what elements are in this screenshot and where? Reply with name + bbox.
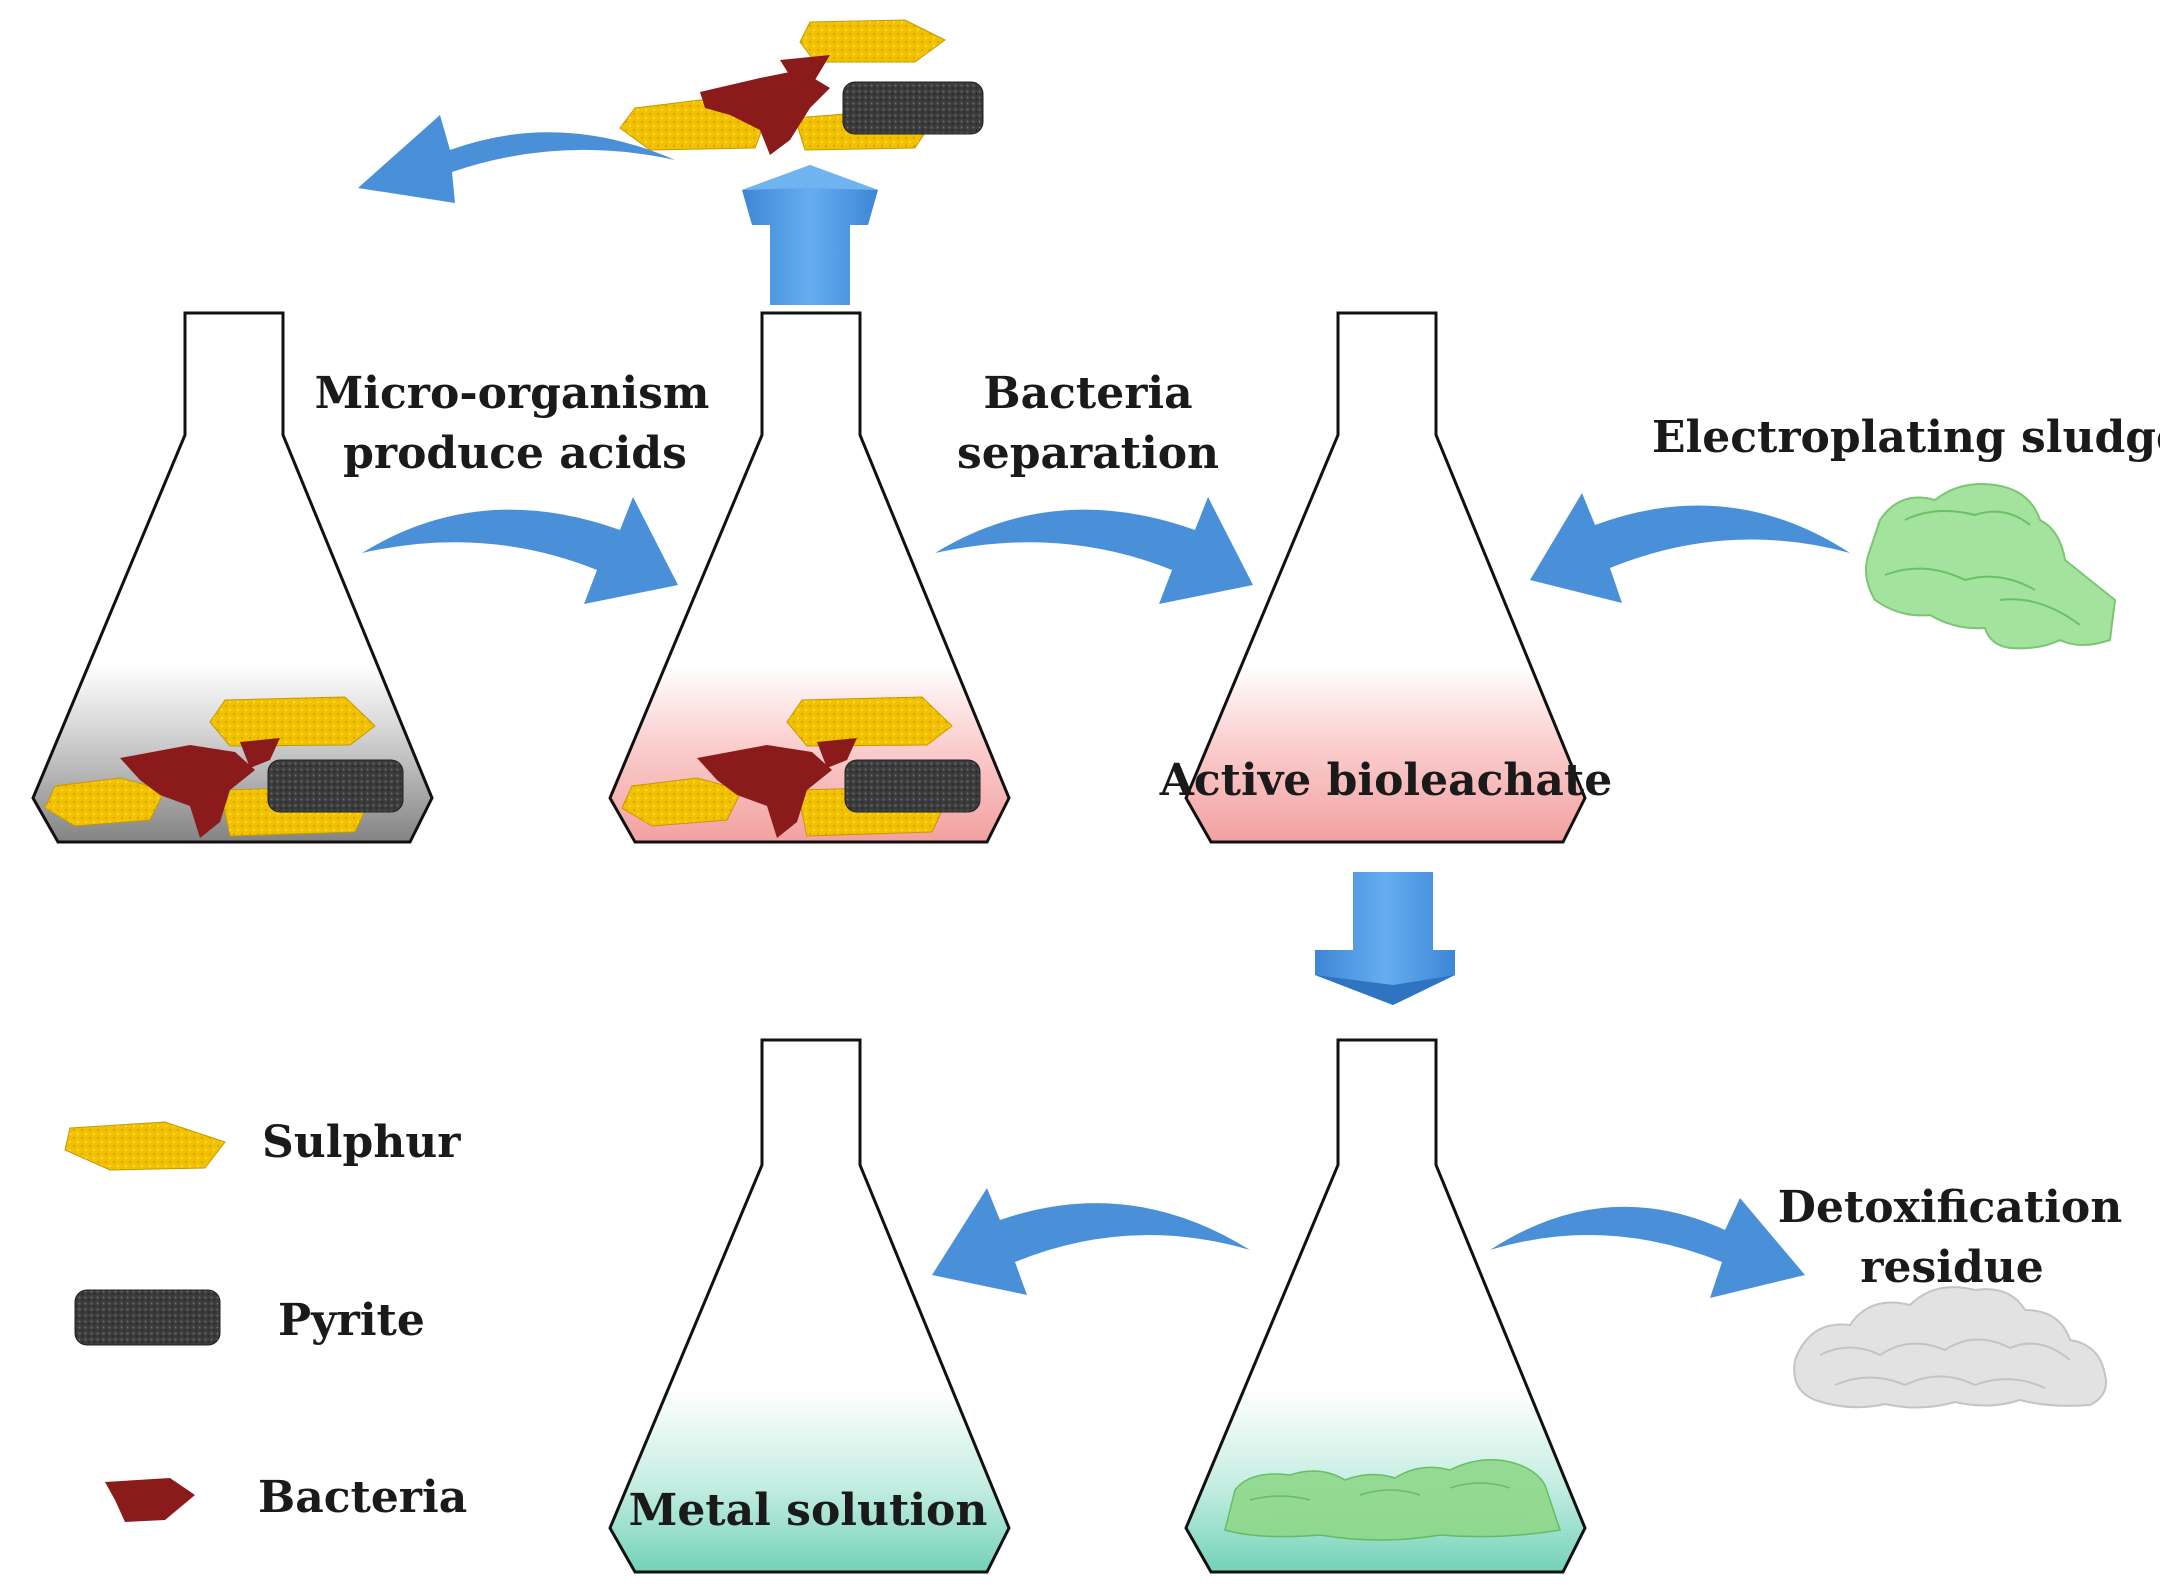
block-arrow-down [1315,872,1455,1005]
detoxification-residue-image [1793,1286,2107,1409]
arrow-sludge-input [1530,493,1850,603]
electroplating-sludge-image [1865,483,2117,650]
flask-acid-production [608,311,1011,844]
flask-sludge-leaching [1184,1038,1587,1574]
sulphur-icon [64,1121,226,1171]
flask1-contents [44,696,404,838]
step1-label-line1: Micro-organism [315,368,710,419]
arrow-to-bioleachate-flask [935,497,1253,604]
step1-label-line2: produce acids [343,428,687,479]
legend-item-bacteria: Bacteria [105,1472,467,1523]
block-arrow-up [742,165,878,305]
arrow-solids-removed [358,115,675,203]
legend: Sulphur Pyrite Bacteria [64,1117,467,1523]
sludge-label: Electroplating sludge [1652,412,2160,463]
legend-label-sulphur: Sulphur [262,1117,461,1168]
flask-metal-solution: Metal solution [608,1038,1011,1574]
bacteria-icon [105,1478,195,1522]
arrow-to-acid-flask [362,497,678,604]
step2-label-line1: Bacteria [983,368,1192,419]
metal-solution-label: Metal solution [629,1485,988,1536]
step2-label-line2: separation [957,428,1219,479]
legend-label-bacteria: Bacteria [258,1472,467,1523]
separated-solids [619,19,984,155]
bioleachate-label: Active bioleachate [1159,755,1613,806]
flask5-sludge [1224,1459,1561,1541]
legend-item-sulphur: Sulphur [64,1117,461,1171]
residue-label-line2: residue [1860,1242,2043,1293]
flask2-contents [621,696,981,838]
arrow-to-residue [1490,1198,1805,1298]
flask-initial [31,311,434,844]
flask-active-bioleachate: Active bioleachate [1159,311,1613,844]
legend-item-pyrite: Pyrite [74,1289,425,1346]
pyrite-icon [74,1289,221,1346]
residue-label-line1: Detoxification [1778,1182,2122,1233]
arrow-to-metal-solution [932,1188,1250,1295]
legend-label-pyrite: Pyrite [278,1295,425,1346]
